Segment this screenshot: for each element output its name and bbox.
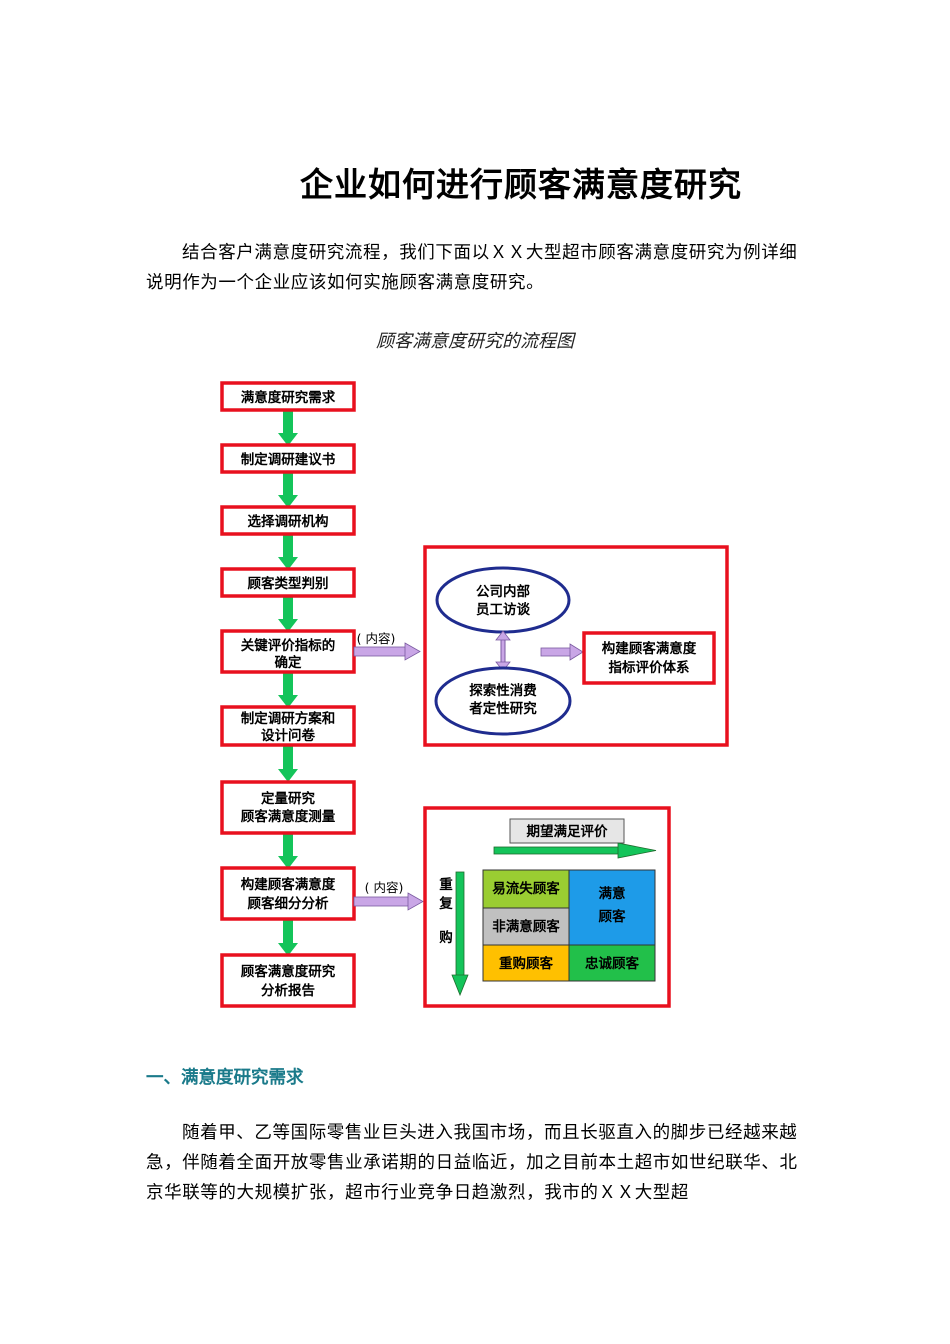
cell-easy-loss: 易流失顾客 xyxy=(482,869,570,909)
svg-text:构建顾客满意度: 构建顾客满意度 xyxy=(602,640,697,657)
ellipse-staff-interview: 公司内部 员工访谈 xyxy=(435,566,571,634)
svg-text:购: 购 xyxy=(439,929,453,946)
down-arrow-6 xyxy=(278,745,298,782)
intro-paragraph: 结合客户满意度研究流程，我们下面以ＸＸ大型超市顾客满意度研究为例详细说明作为一个… xyxy=(146,243,798,293)
cell-unsatisfied: 非满意顾客 xyxy=(482,907,570,946)
segmentation-panel: 期望满足评价 重 复 购 易流失顾客 非满意顾客 重购顾客 满意 顾客 xyxy=(423,806,671,1008)
section-1-paragraph: 随着甲、乙等国际零售业巨头进入我国市场，而且长驱直入的脚步已经越来越急，伴随着全… xyxy=(146,1123,798,1203)
content-label-1: ( 内容) xyxy=(357,631,396,646)
svg-text:满意: 满意 xyxy=(599,885,626,902)
svg-text:顾客满意度测量: 顾客满意度测量 xyxy=(241,808,336,825)
page-title: 企业如何进行顾客满意度研究 xyxy=(300,165,742,204)
down-arrow-3 xyxy=(278,534,298,570)
flow-step-3: 选择调研机构 xyxy=(220,505,356,536)
svg-text:制定调研建议书: 制定调研建议书 xyxy=(241,451,336,468)
flow-step-4: 顾客类型判别 xyxy=(220,567,356,598)
figure-caption: 顾客满意度研究的流程图 xyxy=(376,331,574,352)
flow-step-5: 关键评价指标的 确定 xyxy=(220,629,356,674)
svg-text:设计问卷: 设计问卷 xyxy=(261,727,315,744)
flow-step-9: 顾客满意度研究 分析报告 xyxy=(220,953,356,1008)
flow-step-6: 制定调研方案和 设计问卷 xyxy=(220,705,356,747)
expectation-header: 期望满足评价 xyxy=(509,818,625,844)
cell-satisfied: 满意 顾客 xyxy=(568,869,656,946)
svg-text:易流失顾客: 易流失顾客 xyxy=(492,880,560,897)
svg-text:期望满足评价: 期望满足评价 xyxy=(527,823,608,840)
svg-text:重购顾客: 重购顾客 xyxy=(499,955,553,972)
svg-text:非满意顾客: 非满意顾客 xyxy=(492,918,560,935)
svg-text:顾客类型判别: 顾客类型判别 xyxy=(248,575,329,592)
ellipse-qualitative-research: 探索性消费 者定性研究 xyxy=(434,666,572,736)
svg-text:顾客满意度研究: 顾客满意度研究 xyxy=(241,963,336,980)
svg-text:重: 重 xyxy=(439,876,453,893)
svg-text:复: 复 xyxy=(438,895,453,912)
down-arrow-4 xyxy=(278,596,298,632)
svg-text:分析报告: 分析报告 xyxy=(261,982,315,999)
svg-text:满意度研究需求: 满意度研究需求 xyxy=(241,389,336,406)
svg-text:忠诚顾客: 忠诚顾客 xyxy=(585,955,639,972)
indicator-result-box: 构建顾客满意度 指标评价体系 xyxy=(582,631,716,685)
flow-step-1: 满意度研究需求 xyxy=(220,381,356,412)
svg-text:构建顾客满意度: 构建顾客满意度 xyxy=(241,876,336,893)
flow-arrows xyxy=(278,410,298,956)
flow-step-7: 定量研究 顾客满意度测量 xyxy=(220,780,356,835)
down-arrow-7 xyxy=(278,833,298,869)
svg-text:关键评价指标的: 关键评价指标的 xyxy=(241,637,336,654)
section-heading-1: 一、满意度研究需求 xyxy=(146,1068,304,1088)
right-arrow xyxy=(540,643,584,661)
svg-text:顾客细分分析: 顾客细分分析 xyxy=(248,895,329,912)
svg-text:确定: 确定 xyxy=(275,654,302,671)
down-arrow-8 xyxy=(278,919,298,956)
content-arrow-1 xyxy=(353,642,421,661)
svg-text:指标评价体系: 指标评价体系 xyxy=(609,659,690,676)
svg-text:选择调研机构: 选择调研机构 xyxy=(248,513,329,530)
svg-text:者定性研究: 者定性研究 xyxy=(469,700,537,717)
content-arrow-2 xyxy=(353,892,424,911)
indicator-system-panel: 公司内部 员工访谈 探索性消费 者定性研究 构建顾客满意度 指标评价体系 xyxy=(423,545,729,747)
horizontal-green-arrow xyxy=(493,842,657,859)
flow-step-2: 制定调研建议书 xyxy=(220,443,356,474)
cell-repeat: 重购顾客 xyxy=(482,944,570,982)
down-arrow-2 xyxy=(278,472,298,508)
down-arrow-5 xyxy=(278,672,298,708)
svg-text:制定调研方案和: 制定调研方案和 xyxy=(241,710,336,727)
svg-text:员工访谈: 员工访谈 xyxy=(476,601,530,618)
content-label-2: ( 内容) xyxy=(365,880,404,895)
repurchase-axis: 重 复 购 xyxy=(438,871,469,997)
svg-text:公司内部: 公司内部 xyxy=(476,583,530,600)
cell-loyal: 忠诚顾客 xyxy=(568,944,656,982)
svg-text:探索性消费: 探索性消费 xyxy=(469,682,537,699)
svg-text:顾客: 顾客 xyxy=(599,908,627,925)
svg-text:定量研究: 定量研究 xyxy=(261,790,315,807)
down-arrow-1 xyxy=(278,410,298,446)
flow-step-8: 构建顾客满意度 顾客细分分析 xyxy=(220,866,356,921)
